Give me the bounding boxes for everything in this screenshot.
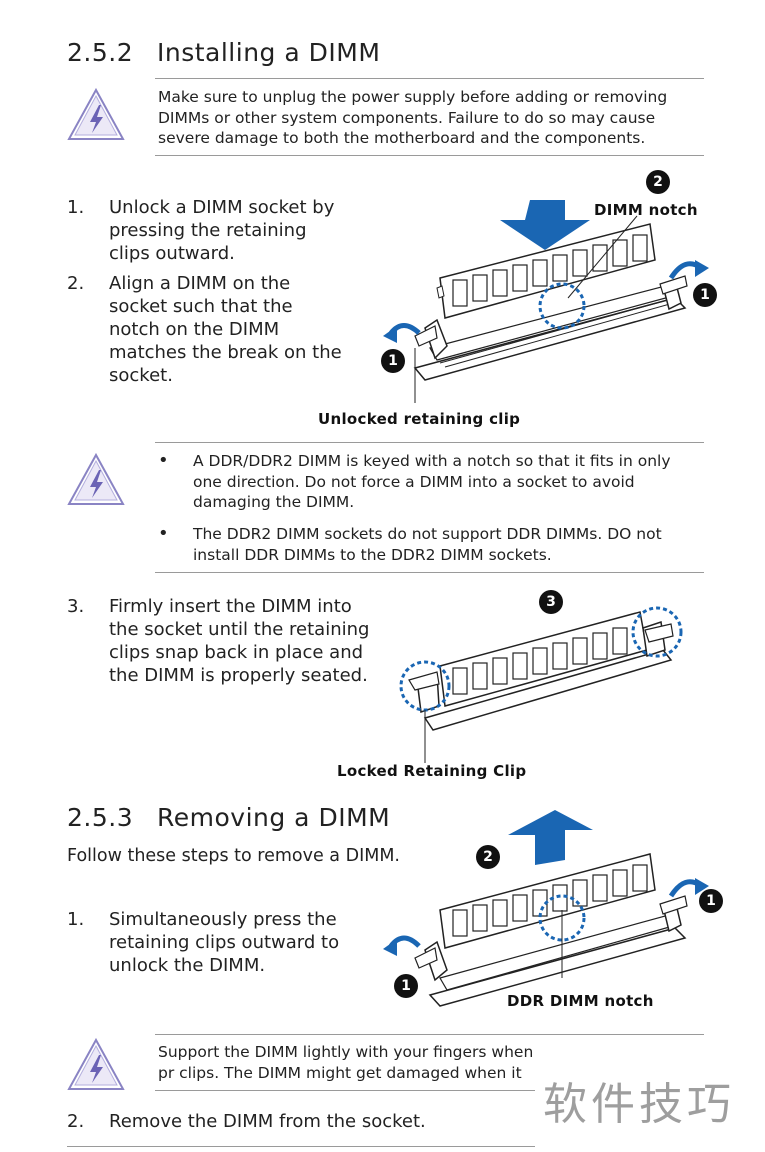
step-badge: 2 xyxy=(476,845,500,869)
watermark: 软件技巧 xyxy=(543,1079,735,1130)
divider xyxy=(155,442,704,443)
divider xyxy=(155,1090,535,1091)
dimm-remove-diagram xyxy=(375,810,720,1010)
step-number: 3. xyxy=(67,596,85,617)
divider xyxy=(67,1146,535,1147)
step-item: 3. Firmly insert the DIMM into the socke… xyxy=(67,595,387,690)
step-badge: 2 xyxy=(646,170,670,194)
step-item: 2. Align a DIMM on the socket such that … xyxy=(67,272,352,386)
warning-text: Support the DIMM lightly with your finge… xyxy=(158,1043,534,1082)
locked-clip-label: Locked Retaining Clip xyxy=(337,762,527,780)
step-item: 2. Remove the DIMM from the socket. xyxy=(67,1110,517,1134)
step-number: 1. xyxy=(67,197,85,218)
dimm-locked-diagram xyxy=(395,588,695,764)
remove-arrow xyxy=(508,810,593,865)
warning-text: Make sure to unplug the power supply bef… xyxy=(158,88,668,147)
dimm-notch-label: DIMM notch xyxy=(594,201,698,219)
step-badge: 3 xyxy=(539,590,563,614)
note-text: The DDR2 DIMM sockets do not support DDR… xyxy=(193,525,662,564)
bullet-symbol: • xyxy=(158,523,169,544)
step-badge: 1 xyxy=(699,889,723,913)
step-badge: 1 xyxy=(394,974,418,998)
section-number: 2.5.2 xyxy=(67,38,134,67)
bullet-symbol: • xyxy=(158,450,169,471)
section-number: 2.5.3 xyxy=(67,803,134,832)
note-text: A DDR/DDR2 DIMM is keyed with a notch so… xyxy=(193,452,671,511)
divider xyxy=(155,78,704,79)
section-title: Removing a DIMM xyxy=(157,803,391,832)
insert-arrow xyxy=(500,200,590,250)
step-item: 1. Simultaneously press the retaining cl… xyxy=(67,908,352,978)
note-bullet: • A DDR/DDR2 DIMM is keyed with a notch … xyxy=(158,450,698,513)
ddr-dimm-notch-label: DDR DIMM notch xyxy=(507,992,654,1010)
unlocked-clip-label: Unlocked retaining clip xyxy=(318,410,521,428)
intro-text: Follow these steps to remove a DIMM. xyxy=(67,846,400,866)
step-number: 1. xyxy=(67,909,85,930)
section-title: Installing a DIMM xyxy=(157,38,381,67)
section-heading-install: 2.5.2 Installing a DIMM xyxy=(67,38,380,67)
step-text: Remove the DIMM from the socket. xyxy=(109,1111,426,1132)
step-text: Align a DIMM on the socket such that the… xyxy=(109,273,342,386)
note-bullet: • The DDR2 DIMM sockets do not support D… xyxy=(158,523,698,566)
step-badge: 1 xyxy=(693,283,717,307)
warning-triangle-icon xyxy=(66,1037,126,1093)
warning-triangle-icon xyxy=(66,87,126,143)
step-badge: 1 xyxy=(381,349,405,373)
step-text: Simultaneously press the retaining clips… xyxy=(109,909,340,976)
step-number: 2. xyxy=(67,1111,85,1132)
step-item: 1. Unlock a DIMM socket by pressing the … xyxy=(67,196,352,266)
section-heading-remove: 2.5.3 Removing a DIMM xyxy=(67,803,390,832)
divider xyxy=(155,572,704,573)
warning-triangle-icon xyxy=(66,452,126,508)
dimm-install-diagram xyxy=(375,168,720,404)
step-number: 2. xyxy=(67,273,85,294)
step-text: Unlock a DIMM socket by pressing the ret… xyxy=(109,197,335,264)
divider xyxy=(155,1034,704,1035)
step-text: Firmly insert the DIMM into the socket u… xyxy=(109,596,370,686)
divider xyxy=(155,155,704,156)
